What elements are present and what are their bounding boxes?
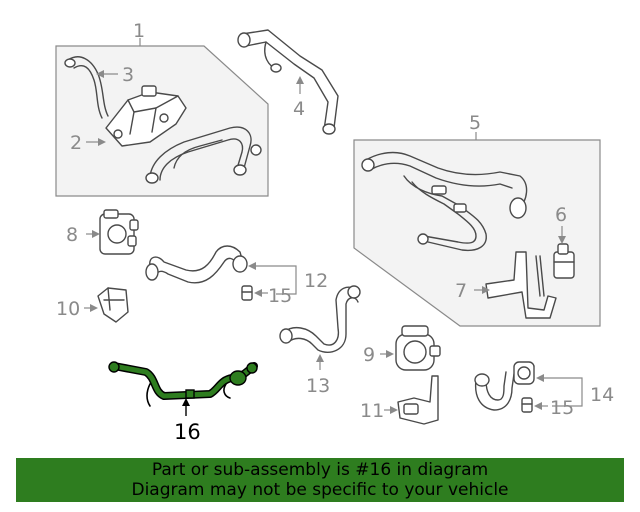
bracket-part-10[interactable]	[97, 287, 129, 323]
pump-part-9[interactable]	[395, 325, 441, 371]
bracket-part-7[interactable]	[485, 251, 557, 319]
banner-line-2: Diagram may not be specific to your vehi…	[131, 480, 509, 500]
callout-15-b[interactable]: 15	[550, 397, 574, 419]
callout-13[interactable]: 13	[306, 375, 330, 397]
coolant-hoses-group-5[interactable]	[361, 151, 528, 252]
callout-3[interactable]: 3	[122, 64, 134, 86]
hose-part-12[interactable]	[145, 245, 248, 284]
callout-6[interactable]: 6	[555, 204, 567, 226]
notice-banner: Part or sub-assembly is #16 in diagram D…	[16, 458, 624, 502]
callout-7[interactable]: 7	[455, 280, 467, 302]
bracket-part-11[interactable]	[397, 375, 439, 425]
valve-part-6[interactable]	[553, 243, 575, 279]
part-group-5[interactable]: 5 6 7	[353, 112, 601, 327]
callout-9[interactable]: 9	[363, 344, 375, 366]
hose-part-13[interactable]	[279, 285, 361, 353]
part-group-1[interactable]: 1 3 2	[55, 20, 269, 197]
valve-part-2[interactable]	[105, 85, 187, 147]
hose-part-14[interactable]	[474, 361, 535, 411]
pump-part-8[interactable]	[99, 209, 139, 255]
clip-part-15-b[interactable]	[521, 397, 533, 413]
callout-11[interactable]: 11	[360, 400, 384, 422]
hose-part-16[interactable]	[108, 361, 258, 407]
coolant-pipes-group-1[interactable]	[145, 126, 262, 184]
callout-5[interactable]: 5	[469, 112, 481, 134]
callout-12[interactable]: 12	[304, 270, 328, 292]
callout-14[interactable]: 14	[590, 384, 614, 406]
callout-15-a[interactable]: 15	[268, 285, 292, 307]
callout-1[interactable]: 1	[133, 20, 145, 42]
group-5-box	[353, 139, 601, 327]
callout-4[interactable]: 4	[293, 98, 305, 120]
clip-part-15-a[interactable]	[241, 285, 253, 301]
callout-2[interactable]: 2	[70, 132, 82, 154]
callout-8[interactable]: 8	[66, 224, 78, 246]
parts-diagram: 1 3 2	[55, 20, 614, 444]
callout-10[interactable]: 10	[56, 298, 80, 320]
banner-line-1: Part or sub-assembly is #16 in diagram	[151, 460, 489, 480]
callout-16[interactable]: 16	[174, 420, 201, 444]
hose-part-4[interactable]	[237, 29, 339, 135]
